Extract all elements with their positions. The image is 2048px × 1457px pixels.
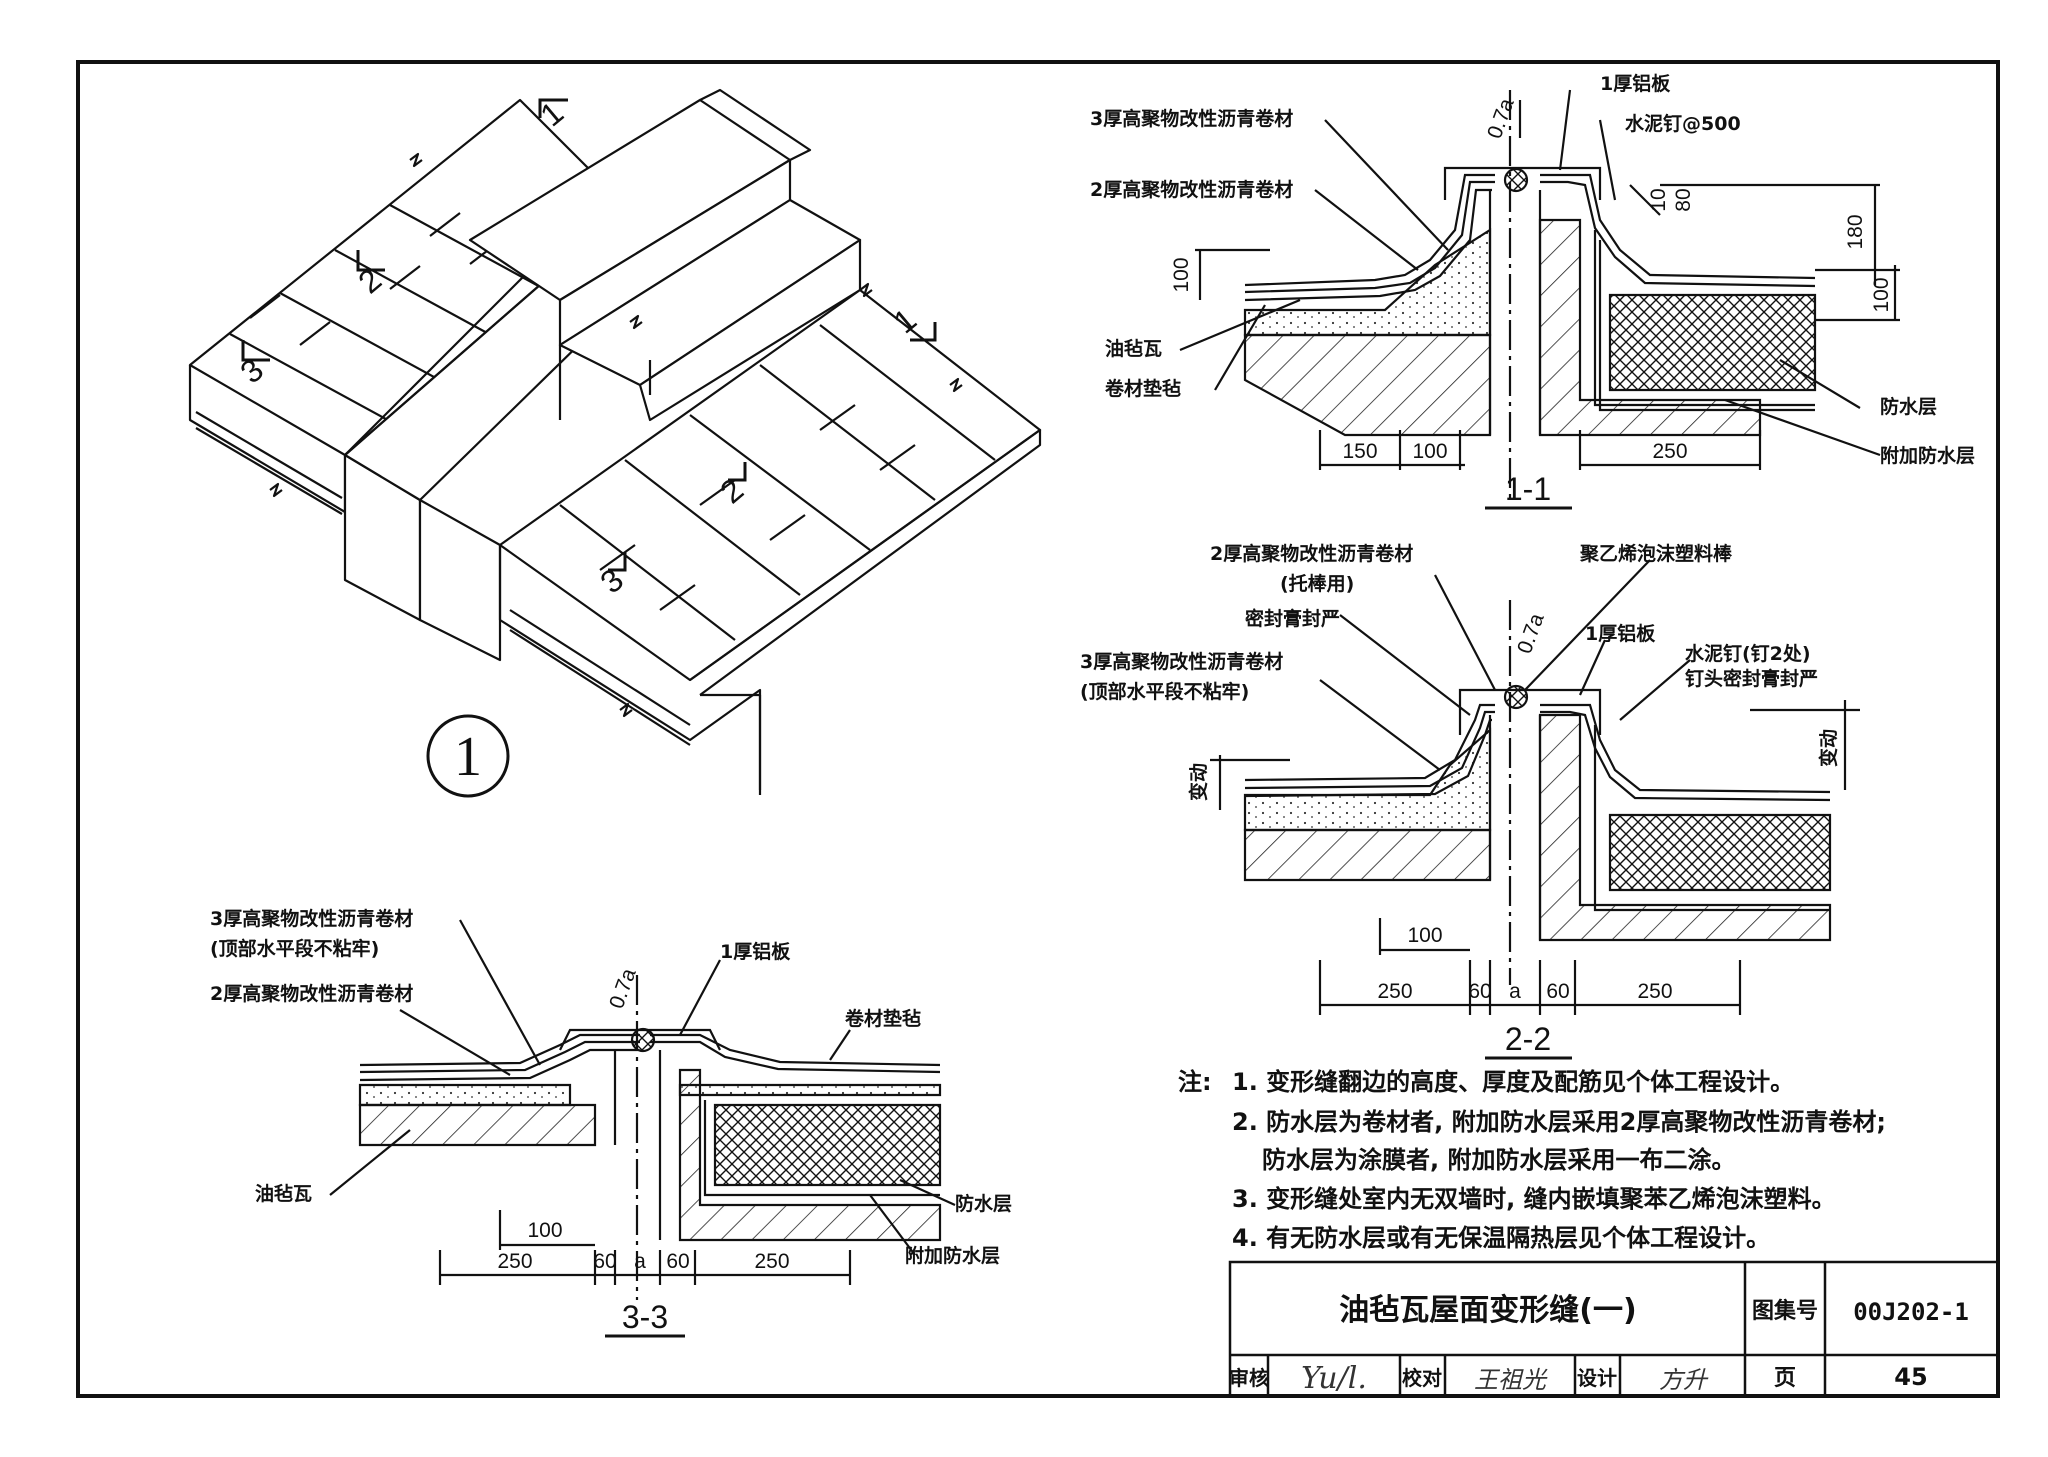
s33-label-3mm-note: (顶部水平段不粘牢) [210,937,379,960]
s33-dim-60b: 60 [666,1250,689,1273]
s33-label-aluminum: 1厚铝板 [720,940,791,963]
title-block-title: 油毡瓦屋面变形缝(一) [1339,1293,1636,1328]
note-2b: 防水层为涂膜者, 附加防水层采用一布二涂。 [1262,1146,1735,1174]
check-signature: 王祖光 [1474,1366,1548,1394]
s33-label-2mm: 2厚高聚物改性沥青卷材 [210,982,413,1005]
iso-cut-markers [241,98,937,572]
s11-label-extra: 附加防水层 [1880,444,1975,467]
s22-label-3mm: 3厚高聚物改性沥青卷材 [1080,650,1283,673]
design-signature: 方升 [1659,1366,1709,1394]
detail-number-circle [426,714,510,798]
s33-dim-250b: 250 [754,1250,789,1273]
s33-dim-a: a [634,1250,646,1273]
note-4: 4. 有无防水层或有无保温隔热层见个体工程设计。 [1232,1224,1770,1252]
s11-label-shingle: 油毡瓦 [1105,337,1162,360]
title-block [1228,1260,2000,1398]
note-3: 3. 变形缝处室内无双墙时, 缝内嵌填聚苯乙烯泡沫塑料。 [1232,1185,1836,1213]
s11-label-3mm: 3厚高聚物改性沥青卷材 [1090,107,1293,130]
atlas-label: 图集号 [1752,1298,1818,1324]
s33-dim-100: 100 [527,1219,562,1242]
s33-dim-250a: 250 [497,1250,532,1273]
s22-label-nail: 水泥钉(钉2处) [1685,642,1811,665]
s11-label-underlay: 卷材垫毡 [1104,377,1181,400]
s22-dim-a: a [1509,980,1521,1003]
s11-dim-h80: 80 [1672,188,1695,211]
page-label: 页 [1774,1366,1796,1391]
detail-number: 1 [454,726,482,788]
isometric-detail [188,88,1042,795]
s22-dim-60b: 60 [1546,980,1569,1003]
s22-dim-100: 100 [1407,924,1442,947]
s11-dim-h10: 10 [1647,188,1670,211]
s22-dim-gap: 0.7a [1513,610,1549,657]
s33-dim-gap: 0.7a [605,965,641,1012]
s22-label-aluminum: 1厚铝板 [1585,622,1656,645]
notes-head: 注: [1178,1068,1212,1096]
s22-dim-250a: 250 [1377,980,1412,1003]
s22-label-2mm: 2厚高聚物改性沥青卷材 [1210,542,1413,565]
s22-label-sealant: 密封膏封严 [1245,607,1340,630]
s33-label-extra: 附加防水层 [905,1244,1000,1267]
s11-dim-h180: 180 [1844,214,1867,249]
page-number: 45 [1894,1363,1927,1391]
s22-dim-60a: 60 [1468,980,1491,1003]
s22-label-var-left: 变动 [1187,763,1210,801]
s33-label-underlay: 卷材垫毡 [844,1007,921,1030]
s22-label-var-right: 变动 [1817,729,1840,767]
review-label: 审核 [1229,1366,1269,1390]
s33-label-waterproof: 防水层 [955,1192,1012,1215]
s11-dim-250: 250 [1652,440,1687,463]
section-3-3-drawing [329,919,956,1300]
s33-label-3mm: 3厚高聚物改性沥青卷材 [210,907,413,930]
s22-label-2mm-note: (托棒用) [1280,572,1354,595]
atlas-number: 00J202-1 [1853,1298,1969,1326]
s11-dim-100: 100 [1412,440,1447,463]
s11-dim-h100: 100 [1170,257,1193,292]
s22-dim-250b: 250 [1637,980,1672,1003]
sheet-border [76,60,2000,1398]
note-2: 2. 防水层为卷材者, 附加防水层采用2厚高聚物改性沥青卷材; [1232,1108,1886,1136]
s11-dim-gap: 0.7a [1483,95,1519,142]
s22-label-foam-rod: 聚乙烯泡沫塑料棒 [1579,542,1733,565]
section-1-1-drawing [1179,89,1900,500]
s11-title: 1-1 [1505,471,1551,507]
s11-dim-150: 150 [1342,440,1377,463]
s11-label-2mm: 2厚高聚物改性沥青卷材 [1090,178,1293,201]
s22-label-nail-seal: 钉头密封膏封严 [1685,667,1818,690]
s11-label-aluminum: 1厚铝板 [1600,72,1671,95]
check-label: 校对 [1402,1366,1442,1390]
s22-title: 2-2 [1505,1021,1551,1057]
s33-label-shingle: 油毡瓦 [255,1182,312,1205]
review-signature: Yu/l. [1301,1361,1367,1396]
design-label: 设计 [1577,1366,1617,1390]
s33-title: 3-3 [622,1299,668,1335]
note-1: 1. 变形缝翻边的高度、厚度及配筋见个体工程设计。 [1232,1068,1794,1096]
s22-label-3mm-note: (顶部水平段不粘牢) [1080,680,1249,703]
s11-label-nail: 水泥钉@500 [1625,112,1741,135]
s11-dim-h100b: 100 [1870,277,1893,312]
section-2-2-drawing [1210,559,1860,1015]
s11-label-waterproof: 防水层 [1880,395,1937,418]
s33-dim-60a: 60 [593,1250,616,1273]
